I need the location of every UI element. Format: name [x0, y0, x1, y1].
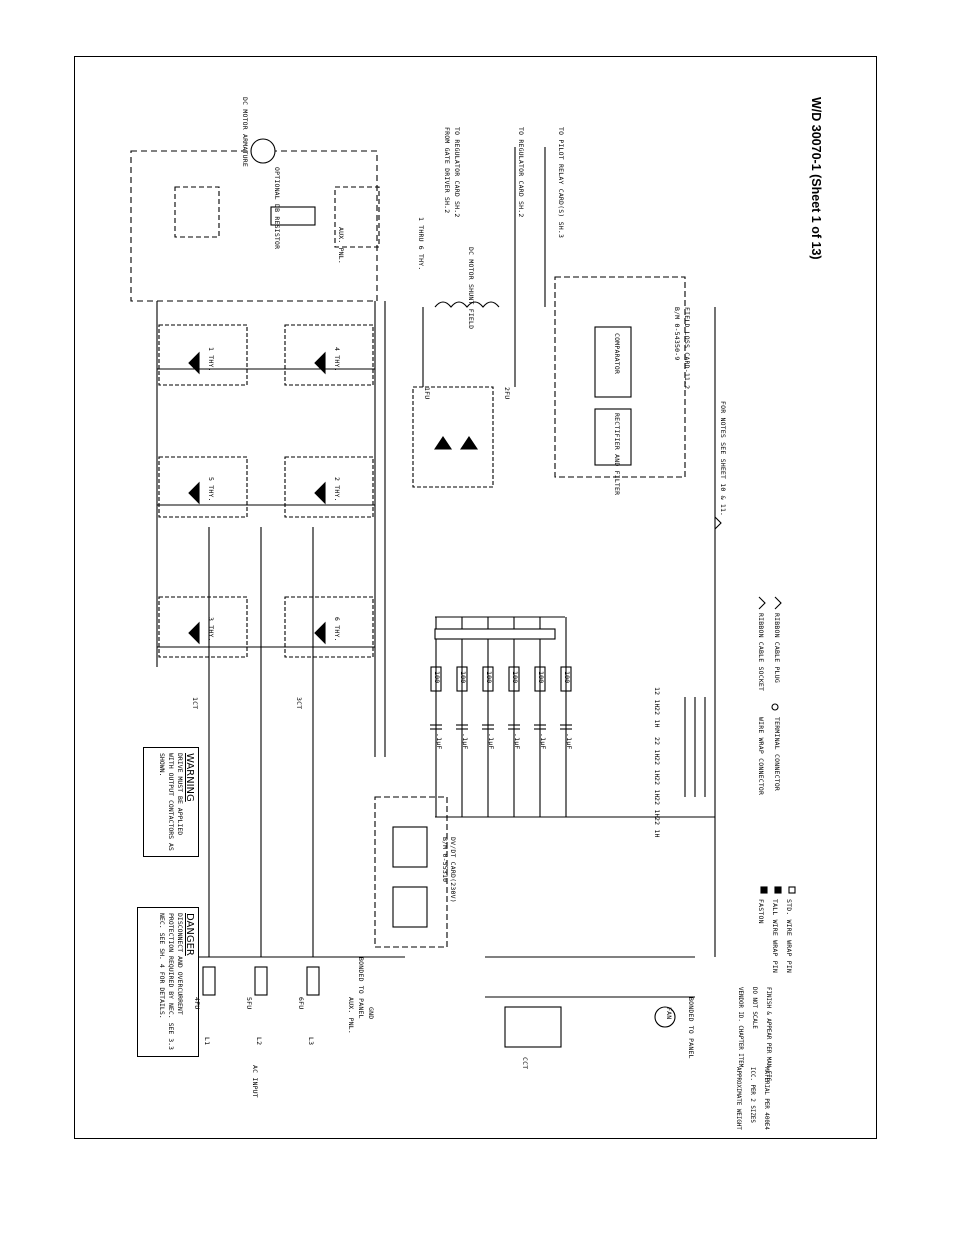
thyristor-label: 4 THY. — [333, 347, 341, 372]
sheet-title: W/D 30070-1 (Sheet 1 of 13) — [809, 97, 823, 260]
danger-body: DISCONNECT AND OVERCURRENT PROTECTION RE… — [158, 913, 184, 1050]
regulator-label-2: TO REGULATOR CARD SH.2 — [517, 127, 525, 218]
resistor-value: 100 — [433, 671, 441, 684]
thyristor-range-label: 1 THRU 6 THY. — [417, 217, 425, 271]
capacitor-value: .1μF — [565, 733, 573, 750]
legend-item: DO NOT SCALE — [751, 987, 757, 1029]
regulator-label-1: TO REGULATOR CARD SH.2 — [453, 127, 461, 218]
danger-notice: DANGER DISCONNECT AND OVERCURRENT PROTEC… — [137, 907, 199, 1057]
std-pin-legend: STD. WIRE WRAP PIN — [785, 899, 793, 974]
wire-tag: 22 1H — [653, 817, 661, 838]
dvdt-bm-label: B/M 0-55310 — [441, 837, 449, 883]
resistor-value: 100 — [459, 671, 467, 684]
motor-armature-symbol — [250, 138, 276, 164]
pilot-relay-label: TO PILOT RELAY CARD(S) SH.3 — [557, 127, 565, 239]
db-resistor — [270, 206, 316, 226]
fan-symbol — [654, 1006, 676, 1028]
warning-notice: WARNING DRIVE MUST BE APPLIED WITH OUTPU… — [143, 747, 199, 857]
legend-item: ICC. PER 2 SIZES — [749, 1067, 755, 1123]
rectifier-label: RECTIFIER AND FILTER — [613, 413, 621, 496]
fuse-2fu-label: 2FU — [503, 387, 511, 400]
ribbon-socket-legend: RIBBON CABLE SOCKET — [757, 613, 765, 692]
motor-armature-label: DC MOTOR ARMATURE — [241, 97, 249, 167]
legend-item: APPROXIMATE WEIGHT — [735, 1067, 741, 1130]
wire-tag: 22 1H — [653, 777, 661, 798]
ct1-label: 1CT — [191, 697, 199, 710]
aux-panel-label-2: AUX. PNL. — [347, 997, 355, 1035]
resistor-value: 100 — [485, 671, 493, 684]
field-loss-bm-label: B/M 0-54350-9 — [673, 307, 681, 361]
fuse-4fu-label: 4FU — [193, 997, 201, 1010]
terminal-connector-legend: TERMINAL CONNECTOR — [773, 717, 781, 792]
schematic-diagram — [130, 138, 796, 1048]
tall-pin-legend: TALL WIRE WRAP PIN — [771, 899, 779, 974]
bonded-panel-label-2: BONDED TO PANEL — [687, 997, 695, 1059]
fuse-5fu-label: 5FU — [245, 997, 253, 1010]
shunt-field-label: DC MOTOR SHUNT FIELD — [467, 247, 475, 330]
thyristor-label: 3 THY. — [207, 617, 215, 642]
capacitor-value: .1μF — [461, 733, 469, 750]
thyristor-label: 1 THY. — [207, 347, 215, 372]
wire-tag: 12 1H — [653, 687, 661, 708]
capacitor-value: .1μF — [487, 733, 495, 750]
field-bridge — [412, 386, 494, 488]
line-l2-label: L2 — [255, 1037, 263, 1046]
faston-legend: FASTON — [757, 899, 765, 924]
wire-tag: 22 1H — [653, 797, 661, 818]
control-transformer — [504, 1006, 562, 1048]
ct2-label: 3CT — [295, 697, 303, 710]
thyristor-label: 2 THY. — [333, 477, 341, 502]
capacitor-value: .1μF — [539, 733, 547, 750]
thyristor-label: 5 THY. — [207, 477, 215, 502]
thyristor-label: 6 THY. — [333, 617, 341, 642]
gate-driver-label: FROM GATE DRIVER SH.2 — [443, 127, 451, 214]
thyristor-bridge — [157, 324, 375, 658]
line-l1-label: L1 — [203, 1037, 211, 1046]
comparator-box — [594, 326, 632, 398]
rectifier-box — [594, 408, 632, 466]
aux-panel-label-1: AUX. PNL. — [337, 227, 345, 265]
ground-label: GND — [367, 1007, 375, 1020]
fuse-6fu-label: 6FU — [297, 997, 305, 1010]
ribbon-plug-legend: RIBBON CABLE PLUG — [773, 613, 781, 683]
db-resistor-label: OPTIONAL DB RESISTOR — [273, 167, 281, 250]
resistor-value: 100 — [511, 671, 519, 684]
wire-tag: 22 1H — [653, 757, 661, 778]
fan-label: FAN — [665, 1007, 673, 1020]
danger-heading: DANGER — [184, 913, 195, 956]
wire-wrap-legend: WIRE WRAP CONNECTOR — [757, 717, 765, 796]
warning-heading: WARNING — [184, 753, 195, 802]
field-loss-card-label: FIELD LOSS CARD-11.2 — [683, 307, 691, 390]
armature-enclosure — [130, 150, 378, 302]
notes-reference-label: FOR NOTES SEE SHEET 10 & 11. — [719, 401, 727, 517]
ac-input-label: AC INPUT — [251, 1065, 259, 1098]
legend-item: FINISH & APPEAR PER MAN FIG — [765, 987, 771, 1082]
dvdt-card-label: DV/DT CARD(230V) — [449, 837, 457, 903]
wire-tag: 22 1H — [653, 707, 661, 728]
dvdt-card — [374, 796, 448, 948]
capacitor-value: .1μF — [435, 733, 443, 750]
comparator-label: COMPARATOR — [613, 333, 621, 375]
cct-label: CCT — [521, 1057, 529, 1070]
field-loss-card — [554, 276, 686, 478]
capacitor-value: .1μF — [513, 733, 521, 750]
line-l3-label: L3 — [307, 1037, 315, 1046]
resistor-value: 100 — [537, 671, 545, 684]
resistor-value: 100 — [563, 671, 571, 684]
fuse-1fu-label: 1FU — [423, 387, 431, 400]
bonded-panel-label: BONDED TO PANEL — [357, 957, 365, 1019]
legend-item: VENDOR ID. CHAPTER ITEM — [737, 987, 743, 1068]
wire-tag: 22 1H — [653, 737, 661, 758]
snubber-network — [430, 616, 715, 818]
drawing-sheet: W/D 30070-1 (Sheet 1 of 13) DANGER DISCO… — [74, 56, 877, 1139]
warning-body: DRIVE MUST BE APPLIED WITH OUTPUT CONTAC… — [158, 753, 184, 851]
